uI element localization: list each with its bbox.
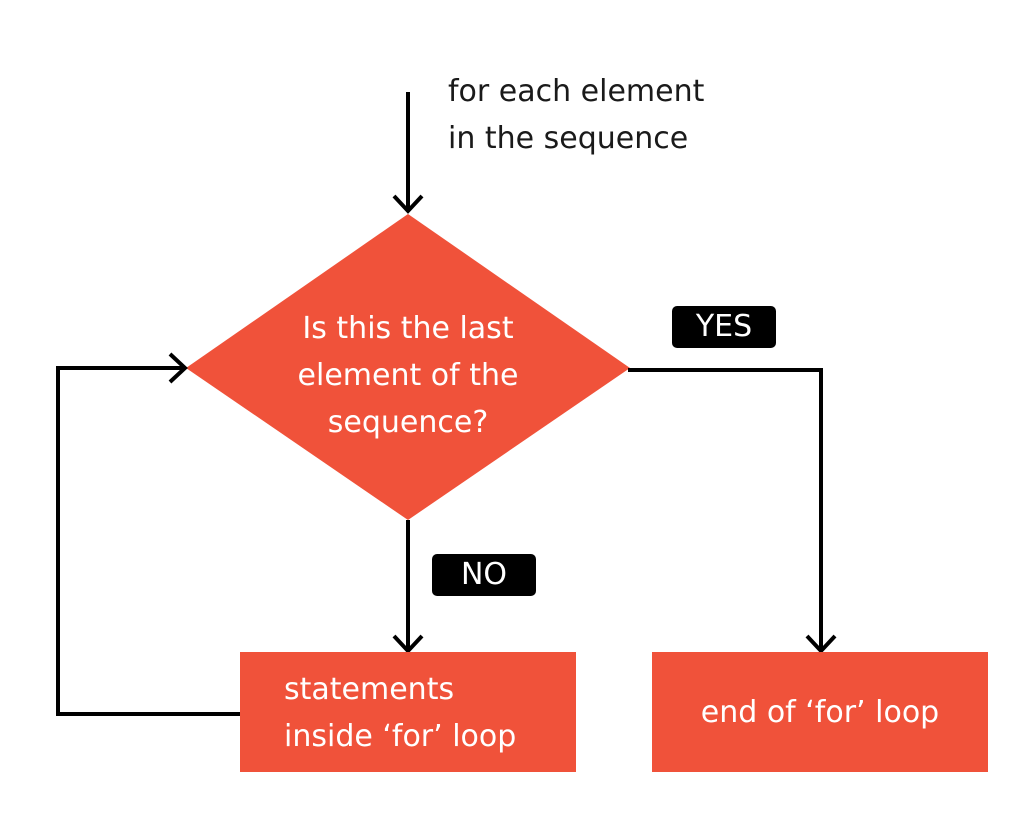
decision-diamond [186, 214, 630, 520]
entry-arrow-head [392, 194, 424, 214]
no-branch-arrow-head [392, 634, 424, 654]
loop-body-text-line2: inside ‘for’ loop [284, 719, 517, 754]
yes-branch-arrow-head [805, 634, 837, 654]
decision-text-line1: Is this the last [302, 311, 514, 346]
yes-badge: YES [672, 306, 776, 348]
no-badge: NO [432, 554, 536, 596]
loop-body-box: statements inside ‘for’ loop [240, 652, 576, 772]
loop-back-line [56, 366, 240, 716]
loop-body-text-line1: statements [284, 672, 455, 707]
decision-text-line3: sequence? [327, 405, 489, 440]
loop-end-box: end of ‘for’ loop [652, 652, 988, 772]
loop-end-text: end of ‘for’ loop [700, 695, 940, 730]
decision-text-line2: element of the [297, 358, 519, 393]
entry-label-line2: in the sequence [448, 121, 689, 156]
yes-branch-line [628, 368, 823, 650]
entry-label-line1: for each element [448, 74, 705, 109]
loop-back-arrow-head [168, 352, 188, 384]
